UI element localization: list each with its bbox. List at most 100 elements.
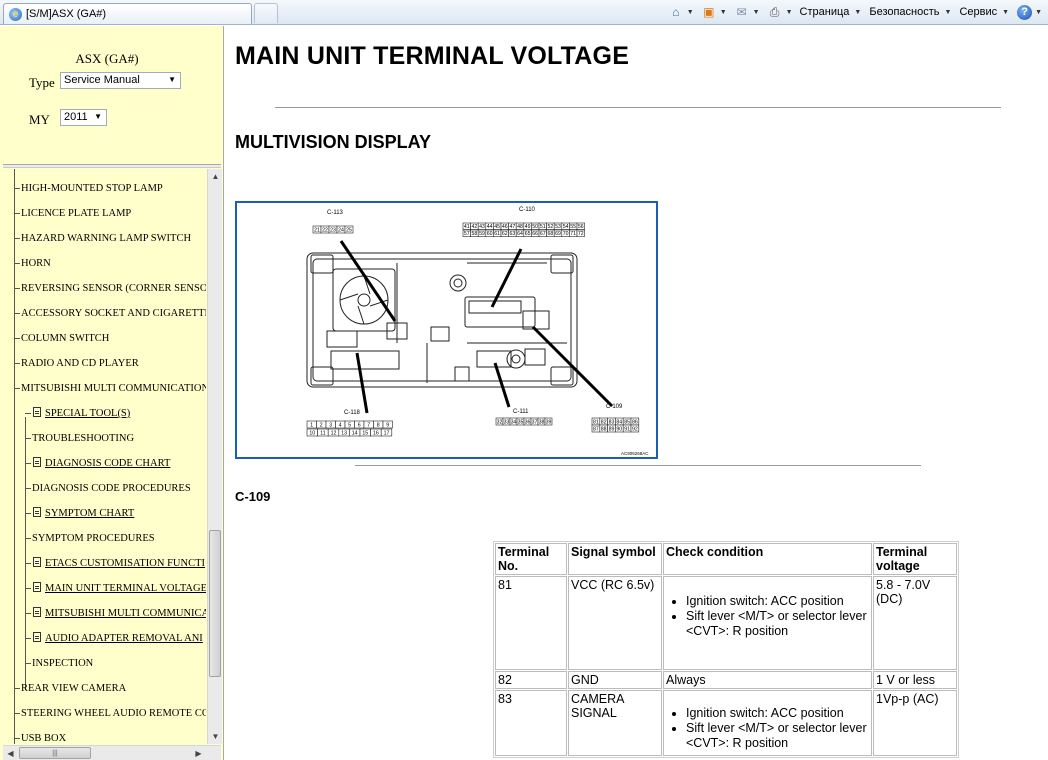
cell-check-condition: Ignition switch: ACC positionSift lever …	[663, 690, 872, 756]
tree-horizontal-scrollbar[interactable]: ◀ ||| ▶	[3, 745, 221, 760]
pin-number: 3	[329, 422, 332, 428]
cell-terminal-voltage: 5.8 - 7.0V (DC)	[873, 576, 957, 670]
tree-connector	[25, 638, 31, 640]
pin-number: 72	[578, 231, 584, 237]
print-icon[interactable]: ⎙	[769, 5, 780, 19]
new-tab-button[interactable]	[254, 3, 278, 23]
scroll-up-arrow-icon[interactable]: ▲	[211, 172, 220, 181]
section-title: MULTIVISION DISPLAY	[235, 132, 432, 152]
pin-number: 56	[578, 224, 584, 230]
pin-cell	[630, 424, 640, 433]
tree-item[interactable]: ACCESSORY SOCKET AND CIGARETTE	[14, 307, 206, 321]
connector-label-c118: C-118	[344, 410, 361, 416]
scroll-left-arrow-icon[interactable]: ◀	[7, 749, 14, 758]
pin-number: 92	[632, 426, 638, 432]
tree-item[interactable]: MITSUBISHI MULTI COMMUNICATION	[14, 382, 206, 396]
tree-item[interactable]: ETACS CUSTOMISATION FUNCTI	[25, 557, 205, 571]
tree-item[interactable]: SPECIAL TOOL(S)	[25, 407, 130, 421]
tree-item[interactable]: HAZARD WARNING LAMP SWITCH	[14, 232, 191, 246]
rss-feed-icon[interactable]: ▣	[703, 5, 715, 19]
pin-number: 58	[472, 231, 478, 237]
connector-label-c111: C-111	[513, 409, 529, 415]
pin-number: 10	[309, 430, 315, 436]
header-signal-symbol: Signal symbol	[568, 543, 662, 575]
pin-number: 64	[517, 231, 523, 237]
pin-number: 60	[487, 231, 493, 237]
tree-item[interactable]: SYMPTOM CHART	[25, 507, 134, 521]
tree-vertical-scrollbar[interactable]: ▲ ▼	[207, 169, 222, 744]
pin-number: 82	[601, 419, 607, 425]
tree-connector	[14, 263, 20, 265]
tree-connector	[25, 463, 31, 465]
browser-tab[interactable]: e [S/M]ASX (GA#)	[3, 3, 252, 24]
tree-item[interactable]: USB BOX	[14, 732, 66, 746]
condition-item: Sift lever <M/T> or selector lever <CVT>…	[686, 721, 869, 751]
tree-item[interactable]: RADIO AND CD PLAYER	[14, 357, 139, 371]
tree-item[interactable]: LICENCE PLATE LAMP	[14, 207, 131, 221]
document-icon	[33, 507, 41, 517]
tree-connector	[14, 313, 20, 315]
scroll-down-arrow-icon[interactable]: ▼	[211, 732, 220, 741]
tree-item-label: COLUMN SWITCH	[21, 333, 110, 344]
chevron-down-icon[interactable]: ▼	[854, 8, 862, 16]
chevron-down-icon[interactable]: ▼	[686, 8, 694, 16]
cell-terminal-voltage: 1 V or less	[873, 671, 957, 689]
cell-signal-symbol: CAMERA SIGNAL	[568, 690, 662, 756]
tree-item[interactable]: COLUMN SWITCH	[14, 332, 109, 346]
type-select[interactable]: Service Manual ▼	[60, 72, 181, 89]
tree-item-label: DIAGNOSIS CODE CHART	[45, 458, 171, 469]
scroll-thumb[interactable]: |||	[19, 747, 91, 759]
chevron-down-icon[interactable]: ▼	[785, 8, 793, 16]
tree-item[interactable]: SYMPTOM PROCEDURES	[25, 532, 155, 546]
tree-item[interactable]: TROUBLESHOOTING	[25, 432, 134, 446]
tree-item-label: USB BOX	[21, 733, 67, 744]
cell-terminal-no: 81	[495, 576, 567, 670]
frame-divider[interactable]	[3, 164, 221, 168]
tree-item[interactable]: DIAGNOSIS CODE PROCEDURES	[25, 482, 191, 496]
chevron-down-icon[interactable]: ▼	[944, 8, 952, 16]
scroll-thumb[interactable]	[209, 530, 221, 677]
tree-item-label: HORN	[21, 258, 51, 269]
security-menu[interactable]: Безопасность	[869, 6, 940, 18]
pin-number: 7	[367, 422, 370, 428]
pin-number: 62	[502, 231, 508, 237]
home-icon[interactable]: ⌂	[672, 5, 680, 19]
tree-connector	[14, 188, 20, 190]
tree-item[interactable]: REAR VIEW CAMERA	[14, 682, 126, 696]
tree-item[interactable]: REVERSING SENSOR (CORNER SENSOR	[14, 282, 206, 296]
tree-item[interactable]: HIGH-MOUNTED STOP LAMP	[14, 182, 163, 196]
condition-item: Ignition switch: ACC position	[686, 594, 869, 609]
scroll-right-arrow-icon[interactable]: ▶	[195, 749, 202, 758]
tree-item[interactable]: AUDIO ADAPTER REMOVAL ANI	[25, 632, 203, 646]
tree-connector	[14, 713, 20, 715]
tree-item[interactable]: DIAGNOSIS CODE CHART	[25, 457, 170, 471]
chevron-down-icon[interactable]: ▼	[752, 8, 760, 16]
page-menu[interactable]: Страница	[799, 6, 850, 18]
help-icon[interactable]: ?	[1017, 4, 1033, 20]
pin-number: 84	[616, 419, 622, 425]
tree-connector	[14, 688, 20, 690]
content-frame: MAIN UNIT TERMINAL VOLTAGE MULTIVISION D…	[225, 26, 1048, 760]
tree-item[interactable]: MAIN UNIT TERMINAL VOLTAGE	[25, 582, 206, 596]
chevron-down-icon[interactable]: ▼	[719, 8, 727, 16]
mail-icon[interactable]: ✉	[736, 5, 747, 19]
tree-item[interactable]: STEERING WHEEL AUDIO REMOTE CO	[14, 707, 206, 721]
tree-item[interactable]: HORN	[14, 257, 51, 271]
tree-item[interactable]: MITSUBISHI MULTI COMMUNICA	[25, 607, 206, 621]
chevron-down-icon: ▼	[94, 112, 102, 121]
connector-diagram-svg: C-113 C-110 C-118 C-111 C-109 AC905268AC…	[306, 207, 649, 456]
pin-number: 54	[563, 224, 569, 230]
chevron-down-icon[interactable]: ▼	[1002, 8, 1010, 16]
chevron-down-icon[interactable]: ▼	[1035, 8, 1042, 16]
tree-item[interactable]: INSPECTION	[25, 657, 93, 671]
pin-number: 83	[609, 419, 615, 425]
pin-number: 81	[593, 419, 599, 425]
cell-check-condition: Always	[663, 671, 872, 689]
tools-menu[interactable]: Сервис	[959, 6, 998, 18]
pin-number: 42	[472, 224, 478, 230]
pin-number: 88	[601, 426, 607, 432]
model-year-select[interactable]: 2011 ▼	[60, 109, 107, 126]
